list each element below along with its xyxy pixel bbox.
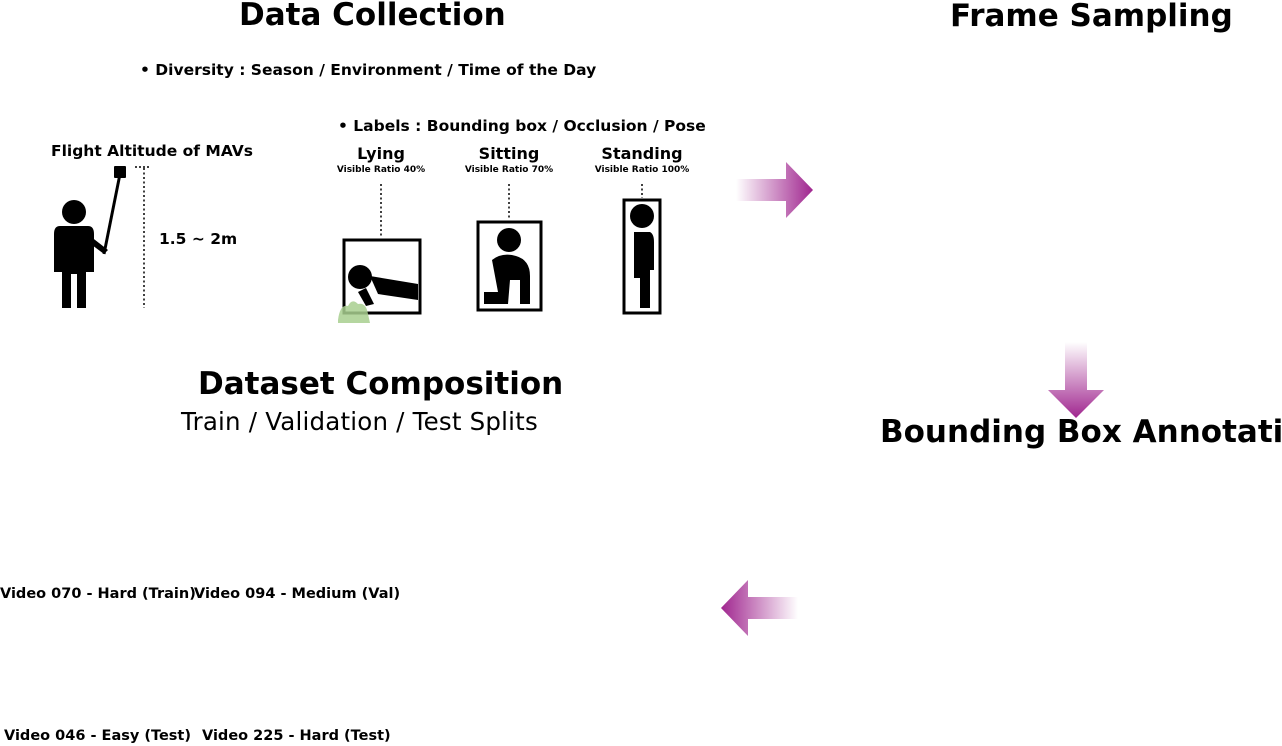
selfie-stick bbox=[102, 173, 122, 255]
sitting-pose-figure bbox=[476, 184, 543, 312]
frame-sampling-title: Frame Sampling bbox=[950, 0, 1233, 34]
arrow-right-icon bbox=[736, 162, 813, 218]
video-label-test-hard: Video 225 - Hard (Test) bbox=[202, 728, 391, 744]
person-with-drone-icon bbox=[54, 166, 151, 308]
person-arm bbox=[88, 236, 108, 254]
arrow-down-icon bbox=[1048, 342, 1104, 418]
standing-head bbox=[630, 204, 654, 228]
person-body bbox=[54, 226, 94, 308]
drone-camera-icon bbox=[114, 166, 126, 178]
video-label-test-easy: Video 046 - Easy (Test) bbox=[4, 728, 191, 744]
video-label-val: Video 094 - Medium (Val) bbox=[194, 586, 401, 602]
pose-ratio-sitting: Visible Ratio 70% bbox=[464, 165, 554, 175]
pose-name-standing: Standing bbox=[601, 144, 683, 163]
labels-text: • Labels : Bounding box / Occlusion / Po… bbox=[338, 117, 706, 135]
altitude-value: 1.5 ~ 2m bbox=[159, 230, 238, 248]
standing-body bbox=[634, 232, 654, 308]
pose-ratio-standing: Visible Ratio 100% bbox=[594, 165, 690, 175]
dataset-composition-subtitle: Train / Validation / Test Splits bbox=[181, 407, 538, 436]
lying-arm bbox=[358, 288, 374, 306]
diversity-text: • Diversity : Season / Environment / Tim… bbox=[140, 61, 597, 79]
sitting-head bbox=[497, 228, 521, 252]
lying-body bbox=[370, 276, 418, 300]
bounding-box-annotation-title: Bounding Box Annotation bbox=[880, 414, 1282, 450]
sitting-body bbox=[484, 254, 530, 304]
person-head bbox=[62, 200, 86, 224]
data-collection-title: Data Collection bbox=[239, 0, 506, 33]
pose-name-lying: Lying bbox=[357, 144, 405, 163]
lying-head bbox=[348, 265, 372, 289]
video-label-train: Video 070 - Hard (Train) bbox=[0, 586, 196, 602]
lying-pose-figure bbox=[338, 184, 422, 323]
pose-name-sitting: Sitting bbox=[478, 144, 540, 163]
standing-pose-figure bbox=[622, 184, 662, 315]
vegetation-icon bbox=[338, 301, 370, 323]
pose-ratio-lying: Visible Ratio 40% bbox=[336, 165, 426, 175]
arrow-left-icon bbox=[721, 580, 798, 636]
altitude-label: Flight Altitude of MAVs bbox=[51, 142, 254, 160]
dataset-composition-title: Dataset Composition bbox=[198, 366, 564, 402]
